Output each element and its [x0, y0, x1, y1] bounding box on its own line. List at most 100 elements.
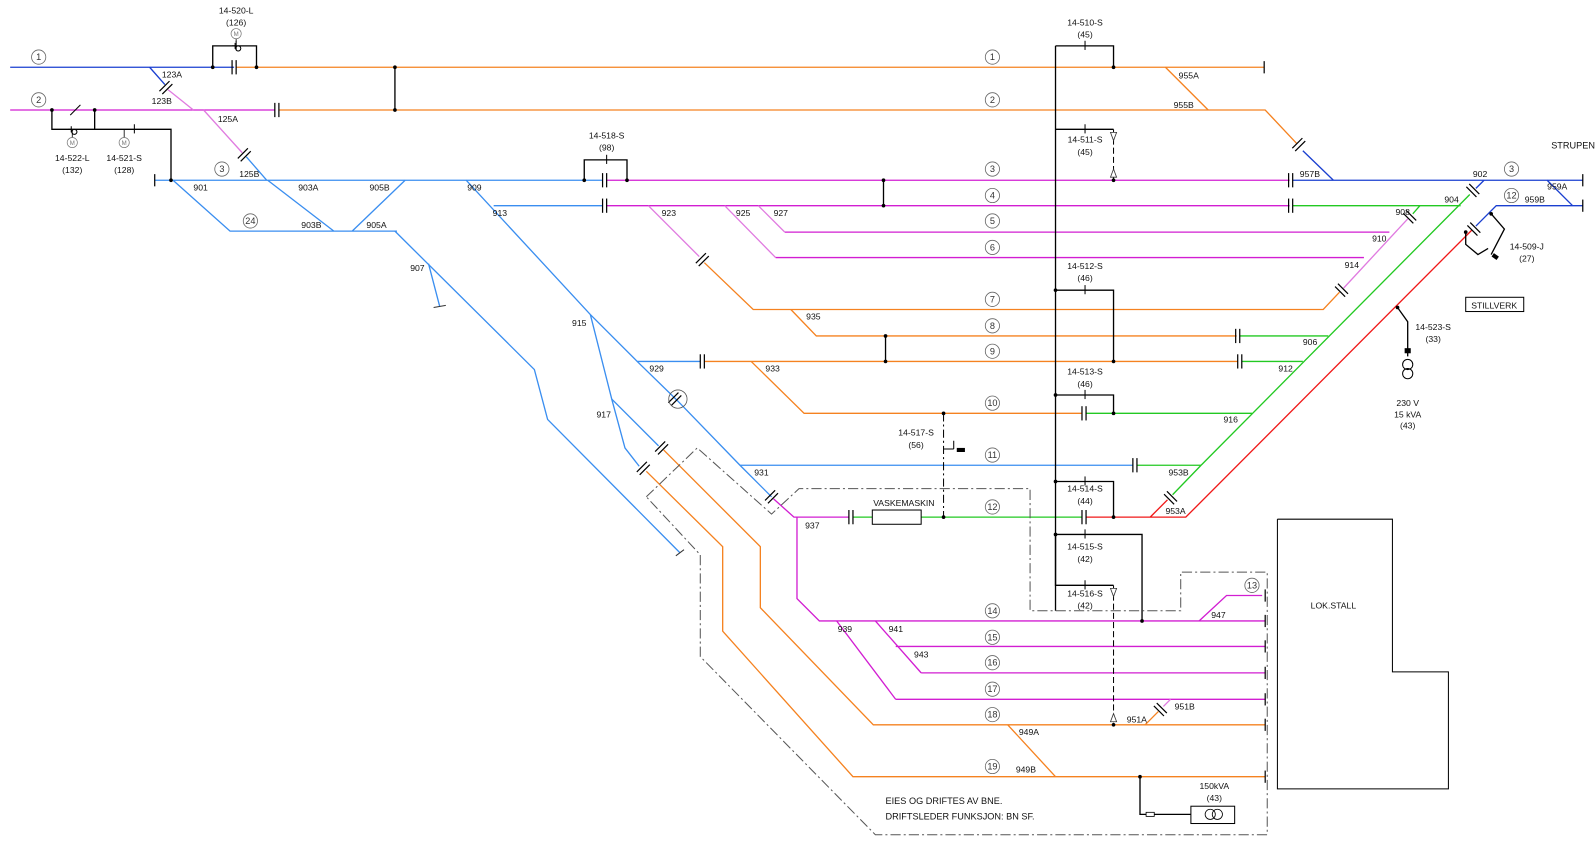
track-number-8: 8: [990, 321, 995, 331]
switch-927: [757, 205, 786, 233]
switch-label-908: 908: [1395, 207, 1410, 217]
track-19: [645, 470, 1266, 778]
junction-dot: [92, 108, 97, 112]
track-number-19: 19: [987, 762, 997, 772]
disconnector-14-514-s-label: 14-514-S: [1067, 484, 1103, 494]
track-number-16: 16: [987, 658, 997, 668]
motor-icon-label: M: [122, 140, 127, 147]
section-insulator-icon: [1237, 354, 1243, 369]
section-insulator-icon: [848, 510, 854, 525]
section-insulator-icon: [764, 489, 779, 504]
disconnector-14-510-s-label: 14-510-S: [1067, 18, 1103, 28]
insulator-bar: [1166, 490, 1178, 502]
disconnector-14-520-l-number: (126): [226, 18, 246, 28]
transformer-feed: [1139, 776, 1191, 816]
motor-icon: [118, 137, 130, 149]
track-number-circle: [1503, 187, 1520, 204]
switch-label-123b: 123B: [152, 96, 172, 106]
section-insulator-icon: [1334, 283, 1349, 298]
aux-transformer-rating: 15 kVA: [1394, 409, 1421, 419]
track-number-3: 3: [219, 164, 224, 174]
switch-941-943: [874, 620, 922, 674]
disconnector-14-509-j-label: 14-509-J: [1510, 241, 1544, 251]
insulator-bar: [1337, 283, 1349, 295]
lokstall-building-outline: [1276, 518, 1449, 790]
junction-dot: [50, 108, 54, 112]
switch-label-957b: 957B: [1300, 169, 1320, 179]
switch-label-941: 941: [889, 624, 904, 634]
destination-strupen: STRUPEN: [1551, 141, 1595, 151]
junction-dot: [210, 65, 215, 70]
switch-label-125b: 125B: [239, 169, 259, 179]
switch-label-959a: 959A: [1547, 181, 1567, 191]
track-number-circle: [984, 187, 1000, 204]
track-number-24: 24: [245, 216, 255, 226]
motor-icon: [230, 28, 242, 40]
track-number-circle: [31, 49, 47, 65]
track-number-circle: [31, 92, 47, 108]
switch-label-903a: 903A: [298, 182, 318, 192]
insulator-bar: [237, 147, 249, 159]
track-18: [663, 449, 1266, 726]
track-number-4: 4: [990, 191, 995, 201]
section-insulator-icon: [601, 198, 608, 213]
insulator-bar: [159, 80, 170, 92]
track-number-circle: [984, 318, 1000, 334]
disconnector-14-522-l-number: (132): [62, 165, 82, 175]
disconnector-14-511-s-number: (45): [1077, 147, 1092, 157]
switch-953a: [1172, 464, 1202, 496]
switch-handle-icon: [1491, 253, 1499, 260]
switch-label-904: 904: [1444, 195, 1459, 205]
switch-label-959b: 959B: [1525, 195, 1545, 205]
section-insulator-icon: [667, 392, 682, 406]
disconnector-14-510-s-number: (45): [1077, 30, 1092, 40]
junction-dot: [1489, 211, 1493, 216]
switch-label-929: 929: [649, 364, 664, 374]
open-switch-icon: [69, 104, 81, 116]
junction-dot: [1111, 722, 1116, 727]
disconnector-14-518-s-number: (98): [599, 143, 614, 153]
switch-902: [1475, 179, 1485, 189]
track-number-circle: [984, 681, 1000, 697]
motor-icon: [66, 137, 78, 149]
track-number-11: 11: [988, 450, 998, 460]
track-number-18: 18: [987, 710, 997, 720]
switch-125a: [203, 109, 243, 154]
disconnector-14-514-s-number: (44): [1077, 496, 1092, 506]
insulator-bar: [1469, 222, 1481, 234]
disconnector-14-512-s-loop: [1055, 289, 1115, 362]
section-insulator-icon: [699, 354, 705, 369]
switch-label-909: 909: [467, 182, 482, 192]
switch-label-927: 927: [774, 208, 789, 218]
section-insulator-icon: [1466, 222, 1481, 236]
conductor-lines: [10, 45, 1583, 836]
switch-label-955b: 955B: [1174, 100, 1194, 110]
switch-939: [836, 620, 897, 700]
insulator-bar: [240, 150, 252, 162]
track-number-circle: [214, 161, 230, 177]
transformer-icon: [1211, 808, 1223, 820]
insulator-bar: [1334, 286, 1346, 298]
section-insulator-icon: [1287, 198, 1294, 213]
switch-label-913: 913: [493, 208, 508, 218]
track-number-circle: [984, 758, 1000, 775]
track-number-circle: [984, 603, 1000, 619]
track-number-17: 17: [987, 684, 997, 694]
insulator-bar: [161, 83, 173, 95]
disconnector-14-509-j-line: [1490, 213, 1506, 255]
switch-925: [724, 205, 777, 259]
track-7: [703, 262, 1340, 311]
switch-label-903b: 903B: [301, 220, 321, 230]
disconnector-14-518-s-loop: [583, 159, 628, 181]
section-insulator-icon: [237, 147, 252, 162]
switch-905: [351, 179, 406, 232]
section-insulator-icon: [274, 102, 280, 118]
motor-icon-label: M: [70, 140, 75, 147]
ownership-boundary: [645, 447, 1268, 836]
section-insulator-icon: [1132, 458, 1138, 473]
track-12-east: [1086, 229, 1473, 518]
ground-icon: [956, 447, 965, 452]
track-number-circle: [984, 213, 1000, 229]
vaskemaskin-box: [871, 509, 922, 525]
